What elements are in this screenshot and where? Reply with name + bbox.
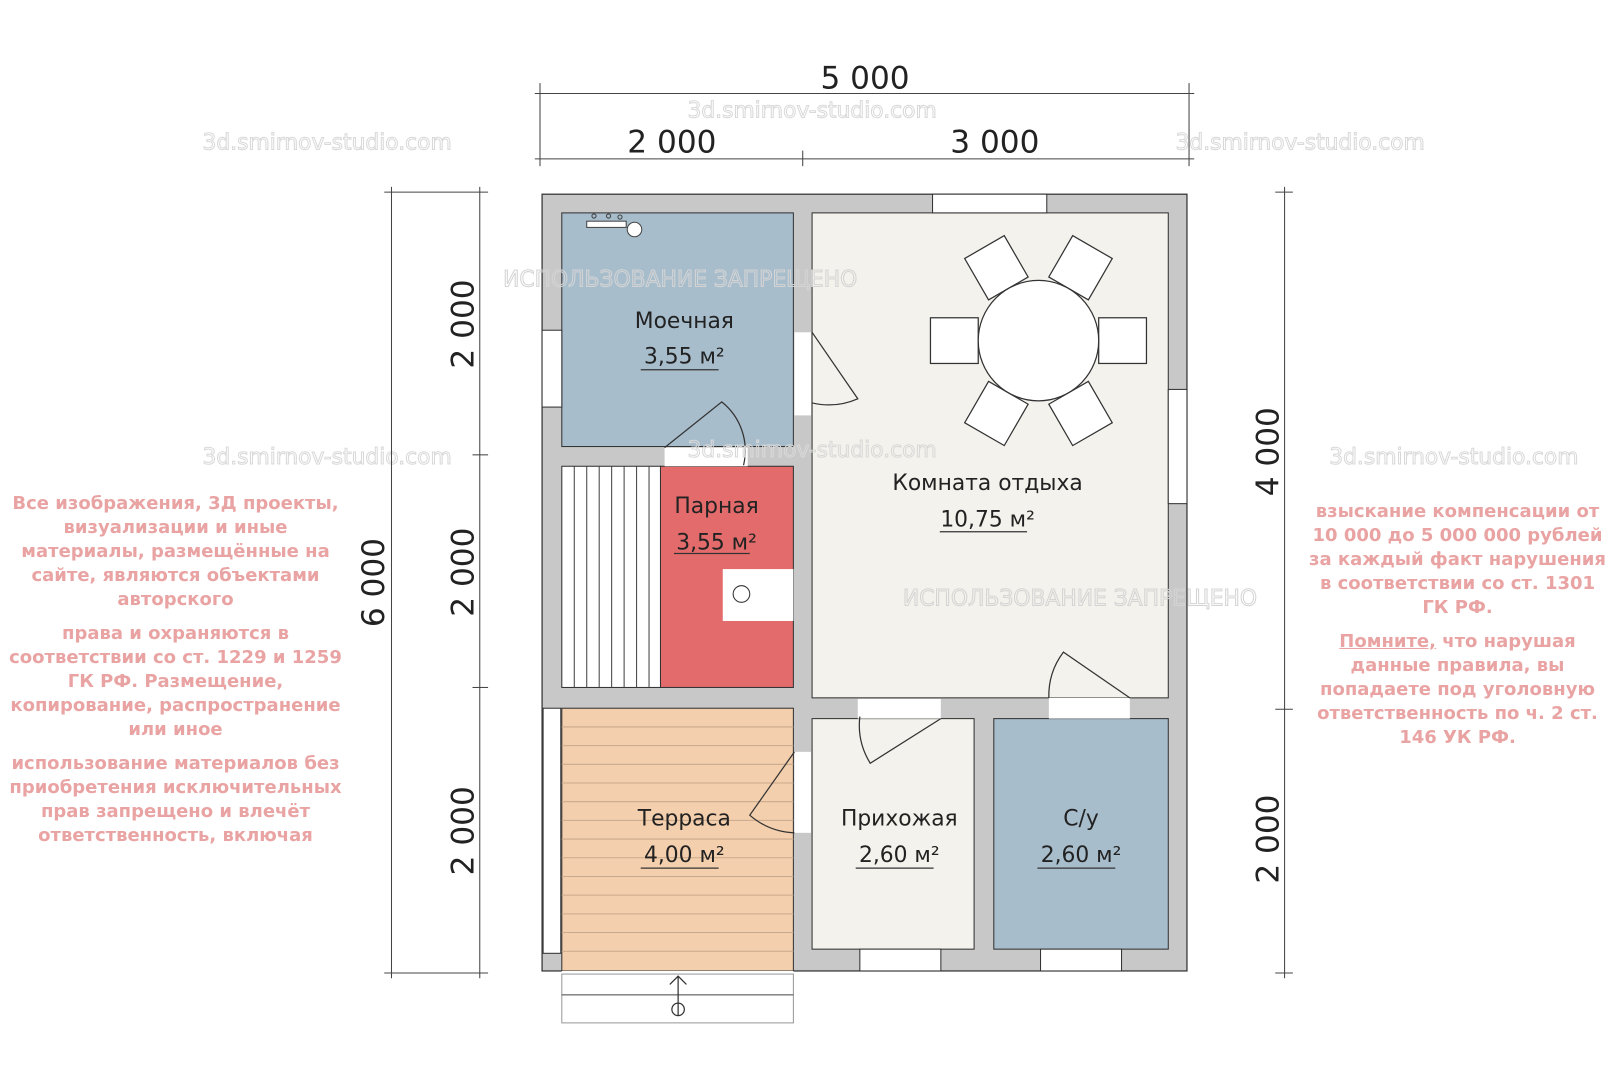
dining-table-with-chairs <box>929 234 1148 447</box>
legal-notice-left: Все изображения, 3Д проекты, визуализаци… <box>8 492 343 858</box>
dim-left-middle: 2 000 <box>446 528 482 617</box>
room-steam-area: 3,55 м² <box>676 530 757 555</box>
room-washroom-area: 3,55 м² <box>644 344 725 369</box>
watermark-ban: ИСПОЛЬЗОВАНИЕ ЗАПРЕЩЕНО <box>503 268 857 293</box>
legal-notice-line: использование материалов без приобретени… <box>9 753 342 846</box>
dim-top-right: 3 000 <box>950 125 1039 161</box>
room-terrace-name: Терраса <box>637 807 731 832</box>
room-bathroom-floor <box>993 718 1169 950</box>
room-hallway-name: Прихожая <box>841 807 958 832</box>
doors <box>664 331 1131 834</box>
dim-top-left: 2 000 <box>627 125 716 161</box>
legal-notice-line: взыскание компенсации от 10 000 до 5 000… <box>1309 501 1606 618</box>
room-washroom-floor <box>561 212 794 448</box>
watermark-site: 3d.smirnov-studio.com <box>202 445 451 470</box>
dim-left-top: 2 000 <box>446 279 482 368</box>
dim-top-total: 5 000 <box>820 60 909 96</box>
legal-notice-line: Все изображения, 3Д проекты, визуализаци… <box>12 493 339 610</box>
legal-notice-link[interactable]: Помните, <box>1339 631 1436 652</box>
room-lounge-area: 10,75 м² <box>940 507 1035 532</box>
stove-icon <box>732 585 751 603</box>
watermark-site: 3d.smirnov-studio.com <box>687 438 936 463</box>
dim-right-bottom: 2 000 <box>1250 794 1286 883</box>
watermark-site: 3d.smirnov-studio.com <box>1329 445 1578 470</box>
terrace-boards <box>561 726 794 952</box>
watermark-ban: ИСПОЛЬЗОВАНИЕ ЗАПРЕЩЕНО <box>903 586 1257 611</box>
room-bathroom-area: 2,60 м² <box>1041 843 1122 868</box>
dim-left-bottom: 2 000 <box>446 786 482 875</box>
room-lounge-name: Комната отдыха <box>892 471 1082 496</box>
terrace-open-side <box>542 707 562 954</box>
room-washroom-name: Моечная <box>635 309 734 334</box>
room-terrace-area: 4,00 м² <box>644 843 725 868</box>
dim-right-top: 4 000 <box>1250 407 1286 496</box>
terrace-edge <box>561 970 794 975</box>
entry-arrow-icon <box>669 975 687 1017</box>
room-terrace-floor <box>561 707 794 972</box>
legal-notice-line: права и охраняются в соответствии со ст.… <box>9 623 342 740</box>
legal-notice-right: взыскание компенсации от 10 000 до 5 000… <box>1305 500 1610 760</box>
sink-fixture-icon <box>586 213 643 238</box>
legal-notice-last: Помните, что нарушая данные правила, вы … <box>1305 630 1610 750</box>
legal-notice-line: что нарушая данные правила, вы попадаете… <box>1317 631 1598 748</box>
dim-left-total: 6 000 <box>356 538 392 627</box>
room-hallway-area: 2,60 м² <box>859 843 940 868</box>
dimension-lines <box>384 83 1293 979</box>
watermarks: 3d.smirnov-studio.com 3d.smirnov-studio.… <box>202 98 1579 612</box>
room-bathroom-name: С/у <box>1063 807 1099 832</box>
watermark-site: 3d.smirnov-studio.com <box>1176 131 1425 156</box>
watermark-site: 3d.smirnov-studio.com <box>202 131 451 156</box>
room-hallway-floor <box>811 718 975 950</box>
windows <box>541 193 1188 972</box>
room-steam-name: Парная <box>674 494 758 519</box>
bench-slats <box>573 466 650 688</box>
watermark-site: 3d.smirnov-studio.com <box>687 98 936 123</box>
